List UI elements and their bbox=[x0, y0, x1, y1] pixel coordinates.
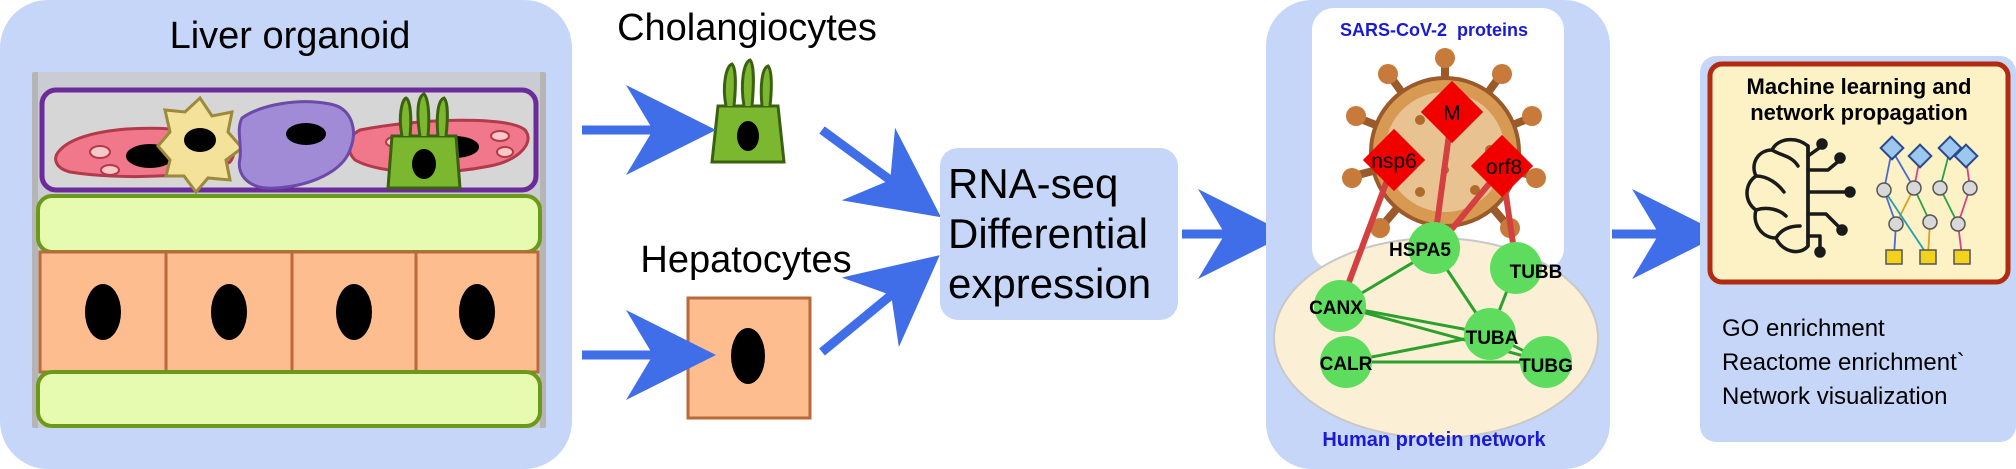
ml-title-line1: Machine learning and bbox=[1747, 74, 1972, 99]
brain-icon bbox=[1745, 137, 1856, 258]
node-tuba bbox=[1464, 308, 1516, 360]
virus-title: SARS-CoV-2 proteins bbox=[1340, 20, 1528, 40]
node-canx bbox=[1314, 280, 1366, 332]
ml-panel: Machine learning and network propagation bbox=[1700, 56, 2016, 442]
node-label-nsp6: nsp6 bbox=[1371, 150, 1417, 173]
liver-organoid-panel: Liver organoid bbox=[0, 0, 572, 469]
output-network-visualization: Network visualization bbox=[1722, 383, 1947, 410]
cholangiocytes-label: Cholangiocytes bbox=[617, 7, 877, 49]
node-calr bbox=[1320, 336, 1372, 388]
ml-title-line2: network propagation bbox=[1750, 100, 1968, 125]
mixed-cell-layer bbox=[39, 87, 539, 195]
node-label-canx: CANX bbox=[1309, 298, 1363, 319]
node-hspa5 bbox=[1408, 222, 1460, 274]
node-label-tubb: TUBB bbox=[1510, 262, 1563, 283]
human-protein-nodes: HSPA5 TUBB CANX TUBA CALR TUBG bbox=[1309, 222, 1573, 388]
human-network-title: Human protein network bbox=[1322, 429, 1546, 451]
rnaseq-line2: Differential bbox=[948, 210, 1148, 257]
output-reactome-enrichment: Reactome enrichment` bbox=[1722, 349, 1965, 376]
organoid-title: Liver organoid bbox=[170, 15, 411, 57]
hepatocyte-layer bbox=[38, 250, 540, 374]
cholangiocyte-icon bbox=[710, 58, 786, 164]
node-label-tubg: TUBG bbox=[1519, 356, 1573, 377]
matrix-layer-top bbox=[36, 194, 542, 254]
network-panel: SARS-CoV-2 proteins bbox=[1266, 0, 1610, 469]
rnaseq-line3: expression bbox=[948, 260, 1151, 307]
rnaseq-line1: RNA-seq bbox=[948, 160, 1118, 207]
node-label-hspa5: HSPA5 bbox=[1389, 240, 1451, 261]
arrow-cholangiocytes-to-rnaseq bbox=[819, 126, 942, 218]
node-label-orf8: orf8 bbox=[1486, 156, 1522, 179]
propagation-network-icon bbox=[1876, 135, 1979, 265]
cholangiocyte-in-layer bbox=[386, 92, 462, 190]
node-tubg bbox=[1520, 336, 1572, 388]
node-label-tuba: TUBA bbox=[1466, 328, 1519, 349]
matrix-layer-bottom bbox=[36, 370, 542, 428]
hepatocyte-icon bbox=[686, 296, 812, 420]
rnaseq-box: RNA-seq Differential expression bbox=[940, 148, 1178, 320]
output-go-enrichment: GO enrichment bbox=[1722, 315, 1885, 342]
kupffer-cell bbox=[237, 100, 355, 190]
hepatocytes-label: Hepatocytes bbox=[640, 239, 851, 281]
node-label-m: M bbox=[1443, 102, 1461, 125]
node-label-calr: CALR bbox=[1320, 354, 1373, 375]
arrow-hepatocytes-to-rnaseq bbox=[819, 255, 940, 356]
node-tubb bbox=[1490, 242, 1542, 294]
